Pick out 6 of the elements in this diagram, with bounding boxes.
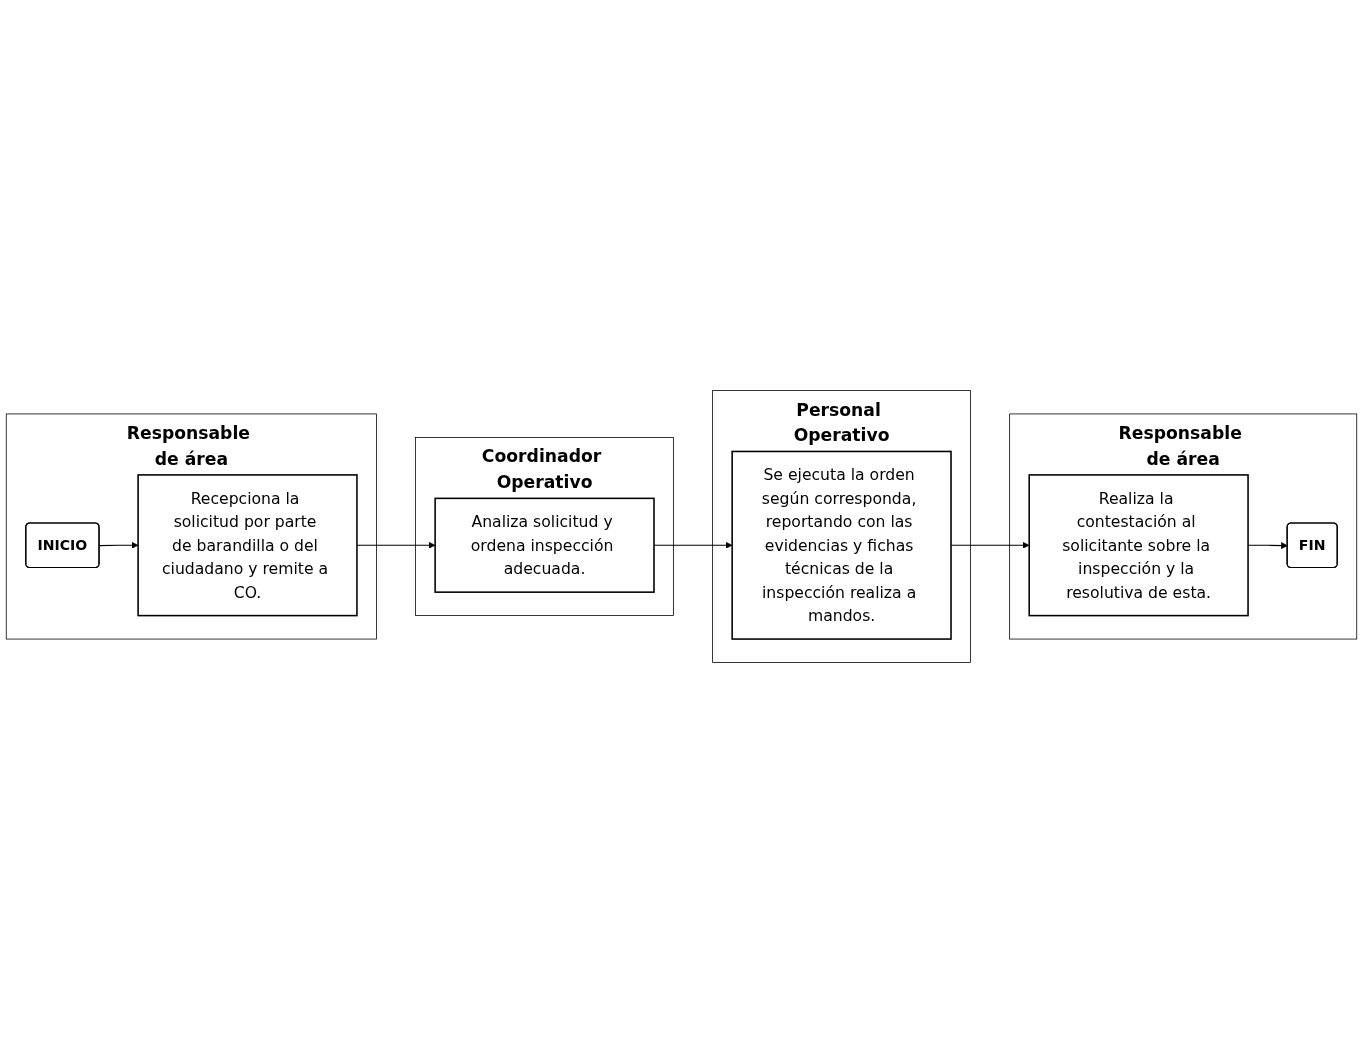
- arrow: [653, 541, 733, 549]
- node-box: Realiza la contestación al solicitante sobre la inspección y la resolutiva de esta.: [1028, 474, 1249, 617]
- arrow: [356, 541, 436, 549]
- node-box: Recepciona la solicitud por parte de barandilla o del ciudadano y remite a CO.: [137, 474, 358, 617]
- node-box: Analiza solicitud y ordena inspección adecuada.: [434, 497, 655, 593]
- node-box: Se ejecuta la orden según corresponda, reportando con las evidencias y fichas técnicas de la inspección realiza a mandos.: [731, 450, 952, 640]
